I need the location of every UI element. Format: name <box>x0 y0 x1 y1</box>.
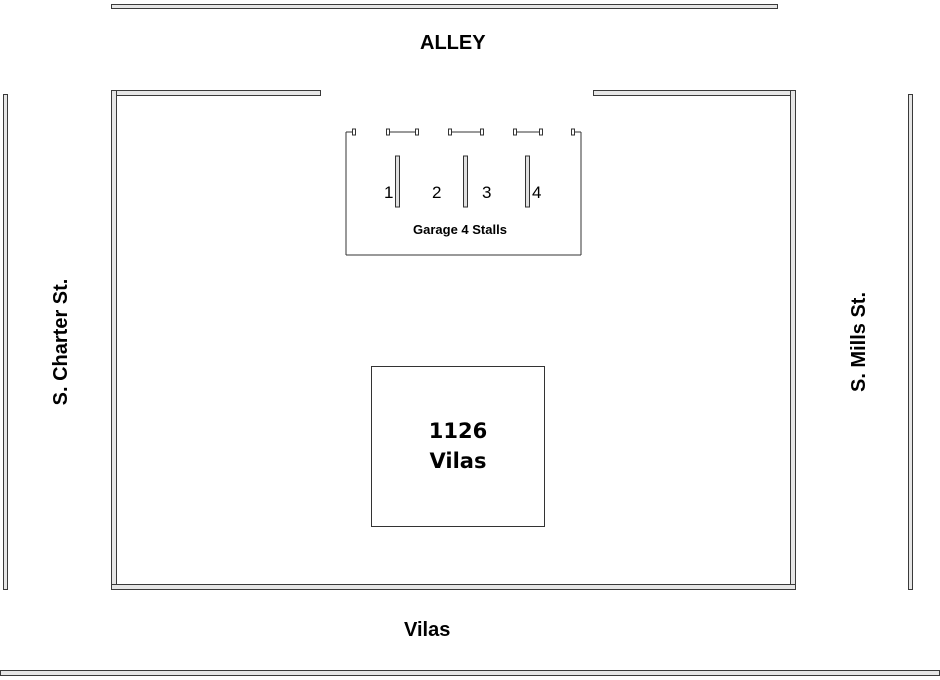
house-number: 1126 <box>428 419 488 443</box>
lot-bottom-wall <box>111 584 796 590</box>
garage-diagram <box>345 128 582 256</box>
mills-street-label: S. Mills St. <box>848 291 870 393</box>
house-outline <box>371 366 545 527</box>
stall-4-number: 4 <box>532 183 542 202</box>
lot-top-left-wall <box>111 90 321 96</box>
lot-top-right-wall <box>593 90 796 96</box>
stall-2-number: 2 <box>432 183 442 202</box>
lot-left-wall <box>111 90 117 590</box>
stall-3-number: 3 <box>482 183 492 202</box>
mills-street-line <box>908 94 913 590</box>
charter-street-line <box>3 94 8 590</box>
alley-line <box>111 4 778 9</box>
charter-street-label: S. Charter St. <box>50 278 72 406</box>
house-street-name: Vilas <box>429 449 487 473</box>
vilas-street-label: Vilas <box>404 619 451 641</box>
alley-label: ALLEY <box>420 32 486 54</box>
stall-1-number: 1 <box>384 183 394 202</box>
garage-label: Garage 4 Stalls <box>413 222 507 237</box>
vilas-street-line <box>0 670 940 676</box>
lot-right-wall <box>790 90 796 590</box>
